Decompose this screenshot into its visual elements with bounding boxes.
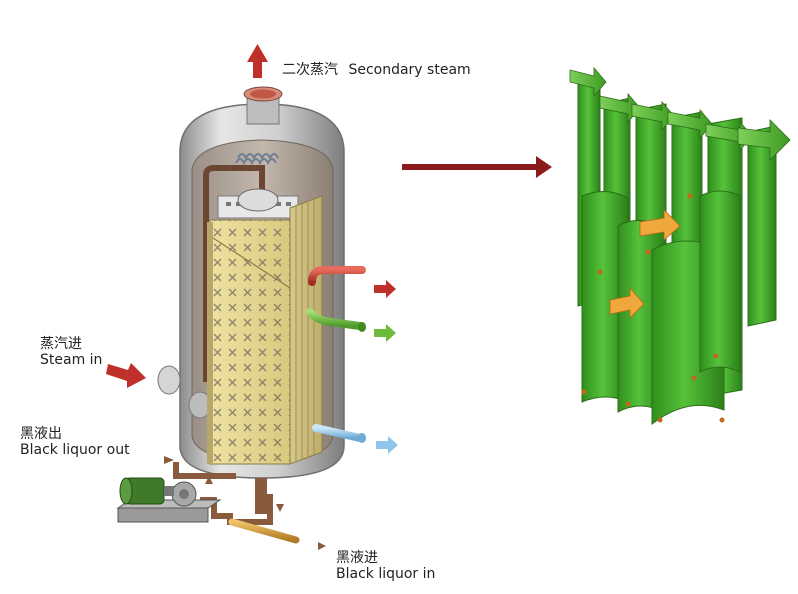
plate-pack	[207, 188, 323, 465]
pipe-steam-out	[308, 266, 366, 286]
label-secondary-steam-zh: 二次蒸汽	[282, 62, 338, 78]
label-black-liquor-in-en: Black liquor in	[336, 566, 436, 582]
label-black-liquor-in-zh: 黑液进	[336, 550, 378, 566]
motor-icon	[119, 477, 174, 505]
label-black-liquor-out: 黑液出 Black liquor out	[20, 426, 130, 458]
right-arrow-icon	[402, 156, 552, 178]
pipe-green-out	[306, 308, 366, 332]
right-arrow-icon	[106, 363, 146, 388]
up-arrow-icon	[247, 44, 268, 78]
label-secondary-steam-en: Secondary steam	[348, 62, 471, 78]
label-steam-in: 蒸汽进 Steam in	[40, 336, 102, 368]
plate-detail-view	[566, 36, 798, 426]
label-black-liquor-out-zh: 黑液出	[20, 426, 62, 442]
pipe-cooling-out	[312, 424, 366, 443]
label-steam-in-en: Steam in	[40, 352, 103, 368]
label-black-liquor-out-en: Black liquor out	[20, 442, 130, 458]
label-steam-in-zh: 蒸汽进	[40, 336, 82, 352]
right-arrow-icon	[376, 436, 398, 454]
label-secondary-steam: 二次蒸汽 Secondary steam	[282, 62, 471, 78]
pump-icon	[116, 481, 222, 523]
right-arrow-icon	[374, 324, 396, 342]
right-arrow-icon	[374, 280, 396, 298]
label-black-liquor-in: 黑液进 Black liquor in	[336, 550, 435, 582]
